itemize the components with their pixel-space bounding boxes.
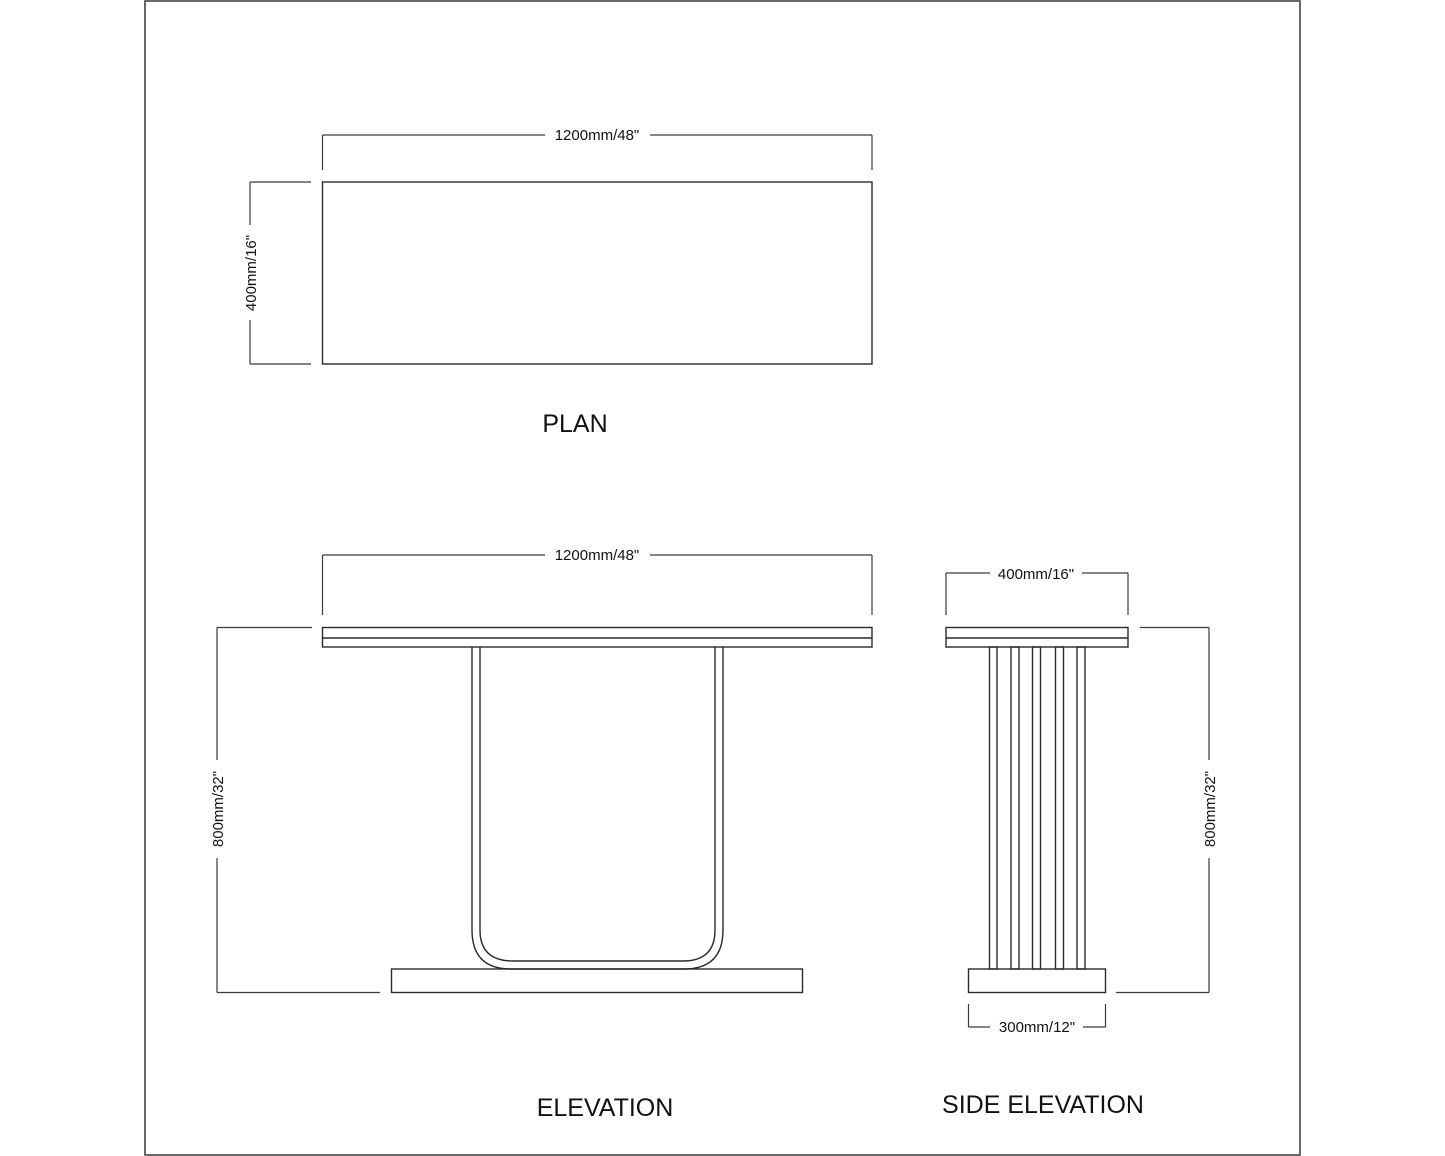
side-slats [988,646,1086,970]
elevation-u-leg-outer [471,647,724,970]
side-top-width-dimension: 400mm/16" [945,566,1129,615]
plan-view: 1200mm/48" 400mm/16" PLAN [243,127,873,438]
elevation-tabletop [321,626,873,648]
side-slat [1010,646,1020,970]
plan-depth-label: 400mm/16" [243,235,260,311]
elevation-width-dimension: 1200mm/48" [321,547,873,615]
side-base-width-label: 300mm/12" [999,1019,1075,1036]
side-base-plinth [967,968,1107,994]
elevation-u-leg-inner [479,647,716,962]
side-slat [988,646,998,970]
plan-tabletop-outline [321,181,873,365]
elevation-title: ELEVATION [537,1094,674,1122]
drawing-frame [144,0,1301,1156]
side-top-width-label: 400mm/16" [998,566,1074,583]
elevation-height-dimension: 800mm/32" [210,626,380,994]
side-slat [1031,646,1042,970]
plan-width-label: 1200mm/48" [555,127,640,144]
side-base-width-dimension: 300mm/12" [967,1004,1107,1036]
side-slat [1054,646,1065,970]
side-slat [1076,646,1086,970]
plan-width-dimension: 1200mm/48" [321,127,873,170]
plan-title: PLAN [542,410,607,438]
elevation-base-plinth [390,968,804,994]
elevation-width-label: 1200mm/48" [555,547,640,564]
side-elevation-view: 400mm/16" 800mm/32" 300mm/12" SIDE ELEVA… [942,566,1219,1119]
side-tabletop [945,626,1129,648]
elevation-view: 1200mm/48" 800mm/32" ELEVATION [210,547,873,1122]
side-height-dimension: 800mm/32" [1116,626,1219,994]
side-elevation-title: SIDE ELEVATION [942,1091,1144,1119]
elevation-height-label: 800mm/32" [210,771,227,847]
side-height-label: 800mm/32" [1202,771,1219,847]
plan-depth-dimension: 400mm/16" [243,181,311,365]
